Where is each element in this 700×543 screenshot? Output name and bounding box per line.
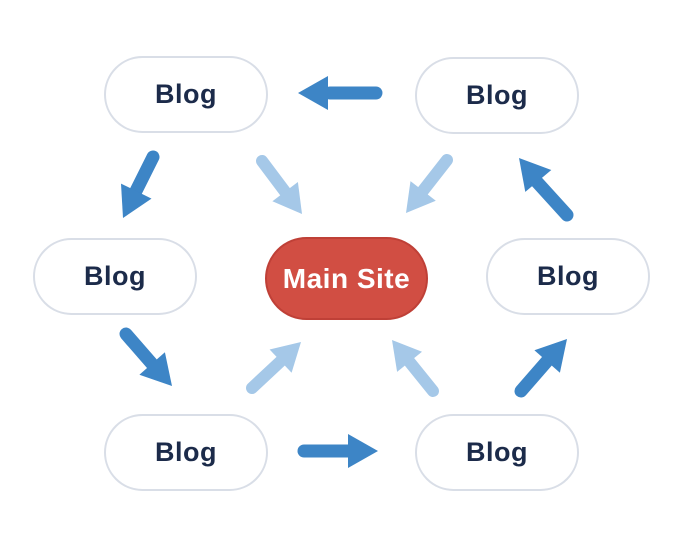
arrow-shaft — [530, 175, 574, 222]
arrow-head — [269, 342, 301, 373]
arrow-blog-top-right-to-blog-top-left — [298, 76, 383, 110]
arrow-blog-bottom-right-to-main-site — [392, 340, 439, 397]
arrow-shaft — [416, 154, 453, 198]
blog-label: Blog — [84, 261, 146, 291]
blog-node-bottom-left: Blog — [104, 414, 268, 491]
blog-label: Blog — [537, 261, 599, 291]
blog-node-bottom-right: Blog — [415, 414, 579, 491]
arrow-blog-bottom-right-to-blog-mid-right — [514, 339, 567, 398]
arrow-shaft — [246, 354, 288, 394]
arrow-head — [121, 183, 152, 218]
arrow-shaft — [128, 150, 160, 200]
arrow-shaft — [256, 155, 292, 199]
blog-node-mid-left: Blog — [33, 238, 197, 315]
arrow-head — [392, 340, 422, 372]
blog-node-mid-right: Blog — [486, 238, 650, 315]
arrow-head — [519, 158, 552, 192]
arrow-blog-top-right-to-main-site — [406, 154, 453, 213]
arrow-blog-top-left-to-main-site — [256, 155, 302, 214]
arrow-head — [298, 76, 328, 110]
arrow-head — [348, 434, 378, 468]
arrow-head — [406, 181, 436, 213]
arrow-blog-top-left-to-blog-mid-left — [121, 150, 160, 218]
arrow-shaft — [514, 353, 555, 398]
blog-label: Blog — [466, 437, 528, 467]
blog-label: Blog — [155, 437, 217, 467]
arrow-shaft — [402, 354, 439, 397]
blog-node-top-left: Blog — [104, 56, 268, 133]
arrow-head — [272, 182, 302, 214]
arrow-head — [139, 352, 172, 386]
blog-node-top-right: Blog — [415, 57, 579, 134]
blog-label: Blog — [466, 80, 528, 110]
blog-label: Blog — [155, 79, 217, 109]
arrow-head — [534, 339, 567, 373]
arrow-blog-mid-left-to-blog-bottom-left — [119, 327, 172, 386]
main-site-node: Main Site — [265, 237, 428, 320]
arrow-blog-mid-right-to-blog-top-right — [519, 158, 574, 222]
main-site-label: Main Site — [282, 262, 411, 294]
arrow-shaft — [119, 327, 160, 372]
arrow-blog-bottom-left-to-main-site — [246, 342, 301, 394]
arrow-blog-bottom-left-to-blog-bottom-right — [297, 434, 378, 468]
